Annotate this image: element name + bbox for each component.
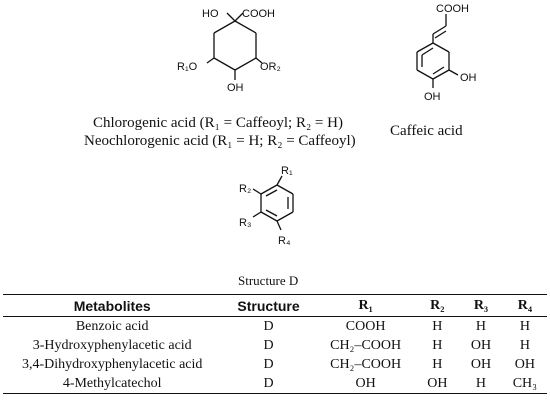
cell-r1: CH₂–COOH [330,337,402,353]
header-r1: R₁ [315,294,416,317]
caption-structure-d: Structure D [238,273,299,288]
cell-r2: OH [415,374,460,394]
caption-neochlorogenic-acid: Neochlorogenic acid (R₁ = H; R₂ = Caffeo… [84,133,356,149]
cell-metabolite: Benzoic acid [75,318,149,334]
table-row: Benzoic acid D COOH H H H [3,317,547,337]
label-r2: R₂ [239,183,251,195]
cell-r1: COOH [345,318,386,334]
cell-metabolite: 4-Methylcatechol [3,374,222,394]
caffeic-acid-structure: COOH OH OH [416,3,477,103]
cell-r4: CH₃ [502,374,547,394]
label-r4: R₄ [278,235,291,247]
caption-caffeic-acid: Caffeic acid [390,123,463,139]
cell-r4: H [519,337,530,353]
cell-metabolite: 3,4-Dihydroxyphenylacetic acid [22,356,203,372]
label-or2: OR₂ [260,61,281,73]
cell-structure: D [263,356,274,372]
label-caffeic-oh-para: OH [424,91,441,103]
cell-structure: D [263,318,274,334]
label-caffeic-cooh: COOH [436,3,469,15]
table-row: 3,4-Dihydroxyphenylacetic acid D CH₂–COO… [3,355,547,374]
label-r1o: R₁O [177,61,198,73]
cell-r3: OH [470,337,492,353]
cell-r3: H [475,318,487,334]
header-r4: R₄ [502,294,547,317]
structure-d: R₁ R₂ R₃ R₄ [239,165,294,247]
cell-r3: H [459,374,503,394]
cell-structure: D [221,374,316,394]
cell-metabolite: 3-Hydroxyphenylacetic acid [32,337,192,353]
table-row: 3-Hydroxyphenylacetic acid D CH₂–COOH H … [3,336,547,355]
header-metabolites: Metabolites [3,294,222,317]
cell-r3: OH [470,356,492,372]
cell-r2: H [432,356,443,372]
cell-r4: H [519,318,530,334]
label-r1: R₁ [281,165,293,177]
header-r2: R₂ [415,294,460,317]
table-header-row: Metabolites Structure R₁ R₂ R₃ R₄ [3,294,547,317]
cell-structure: D [263,337,274,353]
cell-r2: H [432,337,443,353]
label-caffeic-oh-meta: OH [460,72,477,84]
label-oh: OH [227,82,244,94]
chlorogenic-acid-structure: HO COOH R₁O OR₂ OH [177,8,281,94]
header-structure: Structure [221,294,316,317]
caption-chlorogenic-acid: Chlorogenic acid (R₁ = Caffeoyl; R₂ = H) [93,115,343,131]
label-ho: HO [202,8,219,20]
cell-r4: OH [514,356,536,372]
label-r3: R₃ [239,217,251,229]
table-row: 4-Methylcatechol D OH OH H CH₃ [3,374,547,394]
cell-r1: OH [315,374,416,394]
cell-r2: H [432,318,443,334]
label-cooh: COOH [242,8,275,20]
header-r3: R₃ [459,294,503,317]
cell-r1: CH₂–COOH [330,356,402,372]
metabolites-table: Metabolites Structure R₁ R₂ R₃ R₄ Benzoi… [3,294,547,394]
